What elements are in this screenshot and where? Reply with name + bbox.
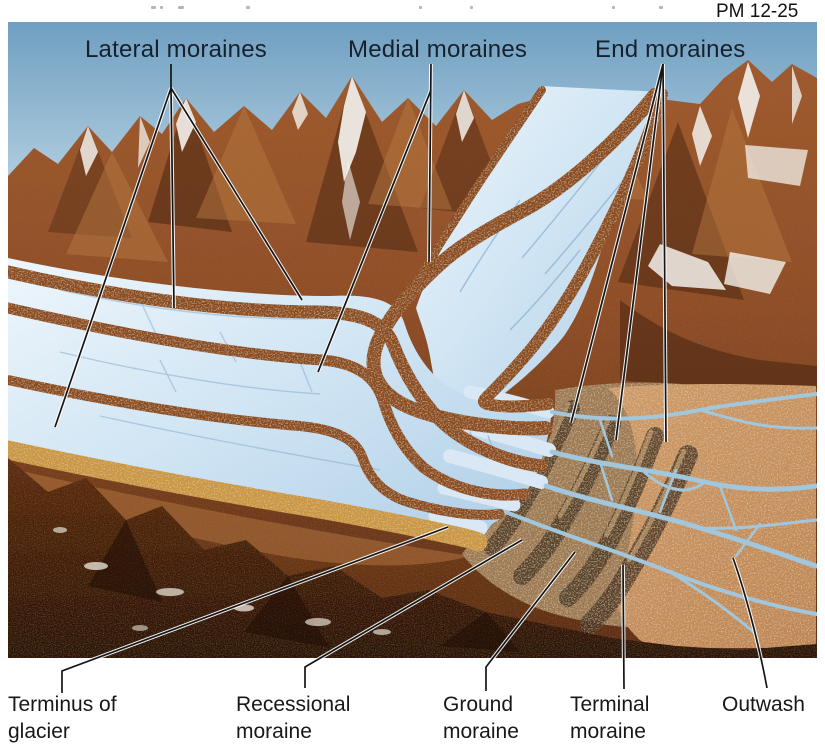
artifact-mark xyxy=(178,6,184,9)
artifact-mark xyxy=(151,6,156,9)
artifact-mark xyxy=(246,6,250,9)
label-line: Terminus of xyxy=(8,693,117,716)
label-ground-moraine: Ground moraine xyxy=(443,691,519,745)
label-terminal-moraine: Terminal moraine xyxy=(570,691,649,745)
artifact-mark xyxy=(612,6,615,9)
outwash-plain xyxy=(608,384,816,648)
artifact-mark xyxy=(160,6,163,9)
main-glacier xyxy=(8,258,552,545)
label-outwash: Outwash xyxy=(722,691,805,718)
artifact-mark xyxy=(419,6,422,9)
label-lateral-moraines: Lateral moraines xyxy=(85,36,267,63)
label-line: Outwash xyxy=(722,693,805,716)
leader-lines xyxy=(53,63,769,693)
label-recessional-moraine: Recessional moraine xyxy=(236,691,350,745)
label-line: Terminal xyxy=(570,693,650,716)
label-line: Ground xyxy=(443,693,514,716)
leader-cores xyxy=(54,63,768,693)
meltwater-streams xyxy=(504,392,817,636)
label-line: Recessional xyxy=(236,693,351,716)
label-line: moraine xyxy=(570,720,646,743)
label-medial-moraines: Medial moraines xyxy=(348,36,528,63)
foreground-shadows xyxy=(88,520,520,652)
label-end-moraines: End moraines xyxy=(595,36,746,63)
foreground-snow-flecks xyxy=(53,527,391,635)
figure-code: PM 12-25 xyxy=(716,1,799,22)
label-terminus-of-glacier: Terminus of glacier xyxy=(8,691,117,745)
foreground-ridge xyxy=(8,458,817,658)
snow-patches xyxy=(80,62,808,294)
label-line: glacier xyxy=(8,720,70,743)
label-line: moraine xyxy=(443,720,519,743)
moraine-stripes xyxy=(8,86,668,552)
label-line: moraine xyxy=(236,720,312,743)
artifact-mark xyxy=(659,6,663,9)
artifact-mark xyxy=(470,6,473,9)
